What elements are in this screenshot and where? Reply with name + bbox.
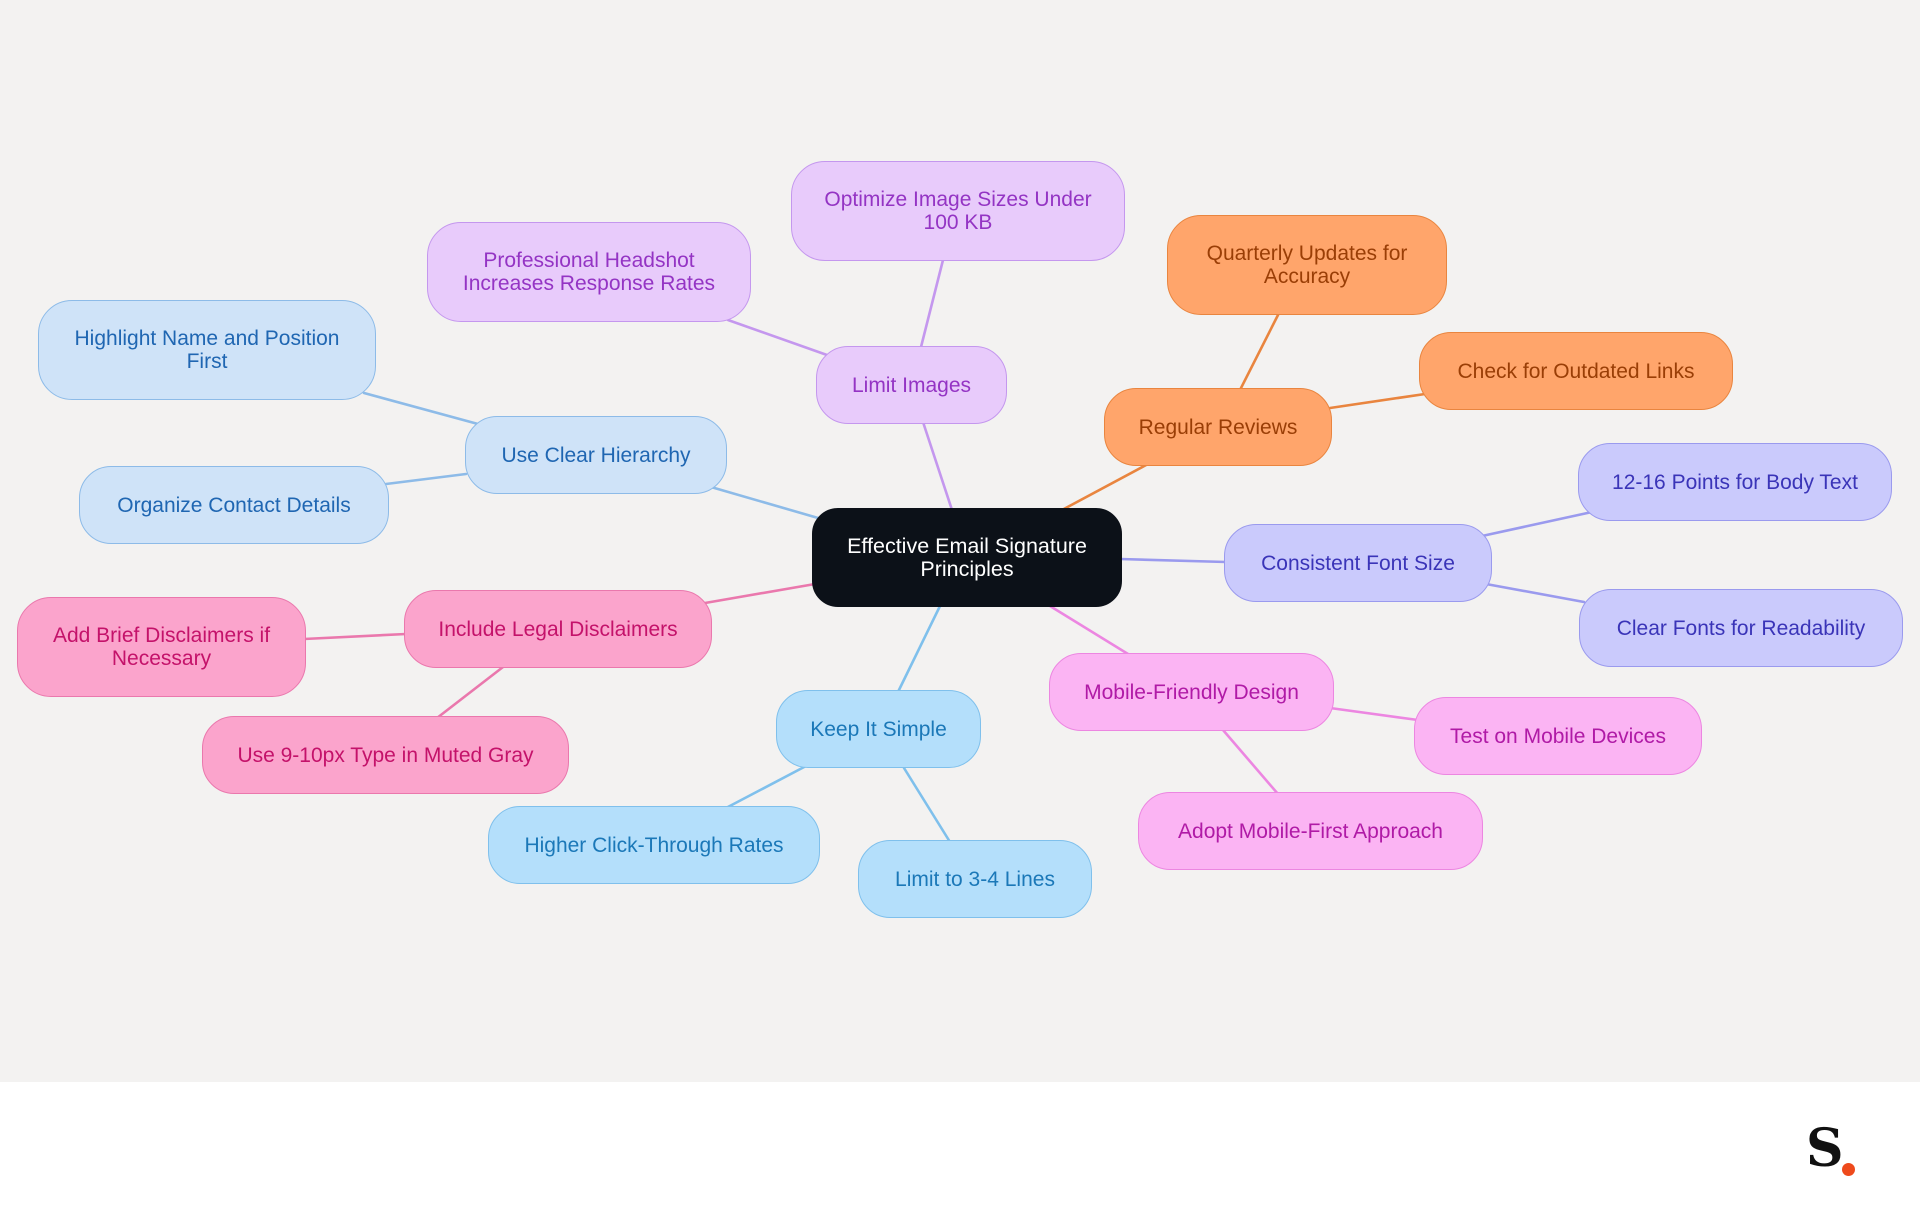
leaf-label-line1: Adopt Mobile-First Approach: [1178, 819, 1443, 843]
branch-consistent-font-size[interactable]: Consistent Font Size: [1224, 524, 1492, 602]
leaf-label-line1: Quarterly Updates for: [1206, 242, 1408, 265]
brand-letter: S: [1806, 1118, 1844, 1179]
edge-reviews-quarterly: [1238, 313, 1280, 392]
leaf-higher-click-through[interactable]: Higher Click-Through Rates: [488, 806, 820, 884]
brand-dot: [1842, 1163, 1855, 1176]
root-label-line2: Principles: [920, 556, 1014, 581]
edge-root-legal-disclaimers: [703, 582, 817, 605]
branch-mobile-friendly-design[interactable]: Mobile-Friendly Design: [1049, 653, 1334, 731]
edge-root-mobile-friendly: [1048, 604, 1130, 656]
root-node[interactable]: Effective Email Signature Principles: [812, 508, 1122, 607]
edge-root-regular-reviews: [1060, 462, 1150, 512]
root-label-line1: Effective Email Signature: [847, 533, 1087, 558]
edge-root-limit-images: [921, 420, 954, 512]
edge-simple-click-through: [724, 764, 808, 810]
leaf-muted-gray-type[interactable]: Use 9-10px Type in Muted Gray: [202, 716, 569, 794]
edge-images-headshot: [726, 318, 829, 357]
mind-map-canvas: Effective Email Signature Principles Use…: [0, 0, 1920, 1082]
leaf-label-line2: Necessary: [111, 647, 212, 670]
leaf-quarterly-updates[interactable]: Quarterly Updates for Accuracy: [1167, 215, 1447, 315]
leaf-limit-3-4-lines[interactable]: Limit to 3-4 Lines: [858, 840, 1092, 918]
edge-hierarchy-highlight-name: [362, 391, 480, 426]
branch-include-legal-disclaimers[interactable]: Include Legal Disclaimers: [404, 590, 712, 668]
branch-limit-images[interactable]: Limit Images: [816, 346, 1007, 424]
branch-label: Regular Reviews: [1138, 415, 1298, 439]
leaf-label-line1: Use 9-10px Type in Muted Gray: [237, 743, 534, 767]
leaf-clear-fonts[interactable]: Clear Fonts for Readability: [1579, 589, 1903, 667]
leaf-label-line1: Organize Contact Details: [117, 493, 351, 517]
branch-use-clear-hierarchy[interactable]: Use Clear Hierarchy: [465, 416, 727, 494]
branch-label: Consistent Font Size: [1261, 551, 1455, 575]
connector-lines: [302, 258, 1594, 844]
edge-mobile-first-approach: [1221, 728, 1280, 796]
leaf-optimize-image-sizes[interactable]: Optimize Image Sizes Under 100 KB: [791, 161, 1125, 261]
leaf-label-line1: Higher Click-Through Rates: [524, 833, 784, 857]
edge-simple-3-4-lines: [902, 766, 952, 844]
leaf-label-line1: Highlight Name and Position: [74, 327, 340, 350]
leaf-mobile-first-approach[interactable]: Adopt Mobile-First Approach: [1138, 792, 1483, 870]
leaf-label-line1: 12-16 Points for Body Text: [1612, 470, 1858, 494]
leaf-organize-contact-details[interactable]: Organize Contact Details: [79, 466, 389, 544]
edge-font-12-16-points: [1480, 510, 1594, 538]
branch-label: Use Clear Hierarchy: [501, 443, 691, 467]
leaf-label-line1: Optimize Image Sizes Under: [824, 188, 1092, 211]
brand-logo: S: [1804, 1119, 1860, 1181]
leaf-label-line2: 100 KB: [923, 211, 993, 234]
branch-label: Mobile-Friendly Design: [1084, 680, 1299, 704]
branch-label: Limit Images: [851, 373, 972, 397]
branch-label: Include Legal Disclaimers: [438, 617, 678, 641]
edge-hierarchy-organize-contact: [384, 472, 468, 486]
branch-regular-reviews[interactable]: Regular Reviews: [1104, 388, 1332, 466]
branch-keep-it-simple[interactable]: Keep It Simple: [776, 690, 981, 768]
leaf-label-line2: Accuracy: [1263, 265, 1351, 288]
leaf-12-16-points[interactable]: 12-16 Points for Body Text: [1578, 443, 1892, 521]
leaf-test-mobile-devices[interactable]: Test on Mobile Devices: [1414, 697, 1702, 775]
footer-bar: [0, 1082, 1920, 1215]
leaf-label-line1: Check for Outdated Links: [1457, 359, 1695, 383]
leaf-label-line1: Add Brief Disclaimers if: [52, 624, 271, 647]
leaf-label-line1: Clear Fonts for Readability: [1616, 616, 1866, 640]
leaf-label-line2: First: [186, 350, 228, 373]
edge-mobile-test-devices: [1328, 706, 1420, 722]
leaf-highlight-name-position[interactable]: Highlight Name and Position First: [38, 300, 376, 400]
leaf-check-outdated-links[interactable]: Check for Outdated Links: [1419, 332, 1733, 410]
leaf-label-line2: Increases Response Rates: [462, 272, 716, 295]
edge-reviews-outdated-links: [1328, 392, 1427, 410]
edge-legal-brief-disclaimers: [302, 632, 408, 641]
edge-root-use-clear-hierarchy: [709, 485, 827, 522]
leaf-brief-disclaimers[interactable]: Add Brief Disclaimers if Necessary: [17, 597, 306, 697]
edge-images-optimize-sizes: [919, 258, 945, 349]
leaf-label-line1: Professional Headshot: [483, 249, 695, 272]
leaf-label-line1: Test on Mobile Devices: [1450, 724, 1666, 748]
leaf-label-line1: Limit to 3-4 Lines: [895, 867, 1055, 891]
branch-label: Keep It Simple: [810, 717, 947, 741]
edge-legal-muted-gray: [435, 665, 505, 720]
edge-font-clear-fonts: [1484, 582, 1586, 604]
edge-root-keep-it-simple: [896, 604, 942, 694]
leaf-professional-headshot[interactable]: Professional Headshot Increases Response…: [427, 222, 751, 322]
edge-root-consistent-font: [1118, 557, 1228, 564]
